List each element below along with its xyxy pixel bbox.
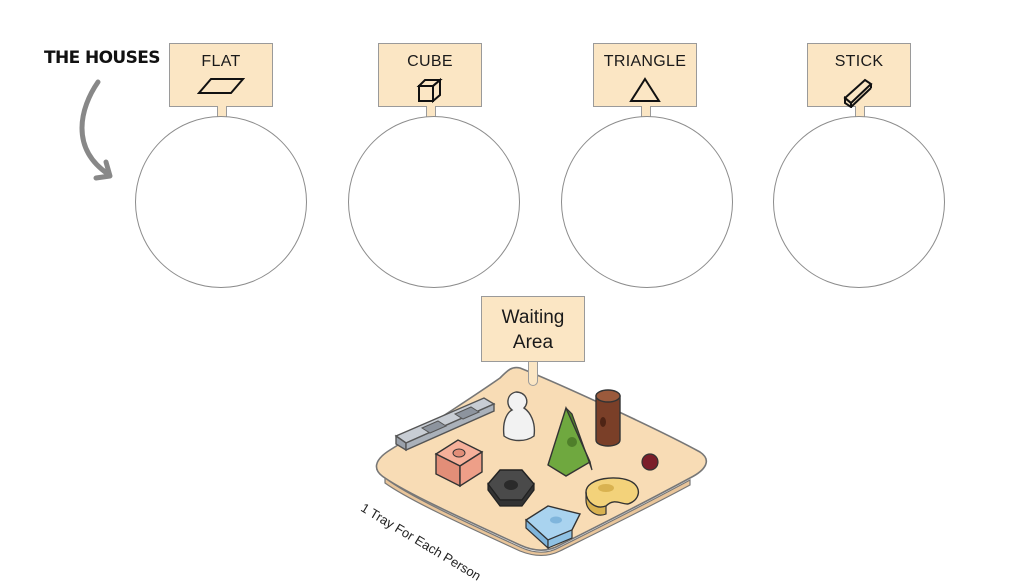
house-sign-cube: CUBE	[378, 43, 482, 107]
pink-cube-piece	[434, 439, 484, 488]
house-circle-stick[interactable]	[773, 116, 945, 288]
green-triangle-piece	[547, 406, 593, 477]
house-sign-triangle: TRIANGLE	[593, 43, 697, 107]
waiting-area-line1: Waiting	[501, 307, 565, 328]
house-circle-flat[interactable]	[135, 116, 307, 288]
maroon-ball-piece	[641, 453, 659, 471]
dark-nut-piece	[487, 469, 535, 507]
house-sign-stick: STICK	[807, 43, 911, 108]
sign-post	[528, 360, 538, 386]
parallelogram-icon	[197, 78, 245, 94]
curved-arrow-icon	[79, 79, 113, 181]
stick-icon	[843, 78, 873, 108]
house-label-stick: STICK	[834, 53, 884, 70]
houses-title: THE HOUSES	[44, 48, 161, 68]
waiting-area-line2: Area	[512, 332, 554, 353]
blue-block-piece	[524, 505, 582, 550]
triangle-icon	[629, 77, 661, 102]
house-circle-cube[interactable]	[348, 116, 520, 288]
grey-rail-piece	[394, 397, 496, 452]
house-label-flat: FLAT	[201, 53, 241, 70]
house-label-triangle: TRIANGLE	[603, 53, 687, 70]
white-pawn-piece	[502, 391, 536, 442]
house-label-cube: CUBE	[407, 53, 453, 70]
house-sign-flat: FLAT	[169, 43, 273, 107]
cube-icon	[416, 77, 443, 104]
house-circle-triangle[interactable]	[561, 116, 733, 288]
waiting-area-sign: Waiting Area	[481, 296, 585, 362]
brown-cylinder-piece	[595, 389, 621, 447]
yellow-disc-piece	[585, 477, 639, 516]
